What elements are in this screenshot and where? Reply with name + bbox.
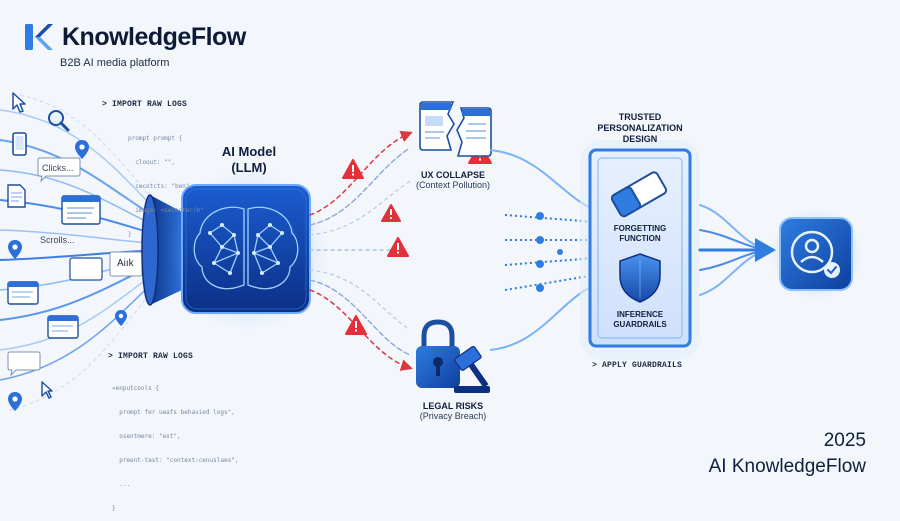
brain-icon <box>193 206 299 290</box>
brand-header: KnowledgeFlow <box>24 22 246 52</box>
code-line: prompt fer ueafs behavied logs", <box>112 409 235 416</box>
design-title-line: TRUSTED <box>618 112 662 122</box>
cursor-icon <box>12 92 26 113</box>
import-command-bottom: > IMPORT RAW LOGS <box>108 352 194 361</box>
magnifier-icon <box>48 110 70 132</box>
design-title-line: PERSONALIZATION <box>597 123 683 133</box>
code-line: cloout: "", <box>128 159 175 166</box>
location-pin-icon <box>115 310 127 326</box>
arrow-head <box>755 238 776 262</box>
document-icon <box>69 257 103 281</box>
browser-window-icon <box>7 281 39 305</box>
verified-user-icon <box>770 208 862 300</box>
forgetting-line: FORGETTING <box>613 224 667 233</box>
warning-icon <box>387 237 409 257</box>
legal-risks-title: LEGAL RISKS <box>422 401 484 411</box>
chat-bubble-icon <box>7 351 41 377</box>
code-line: preent-tast: "context:cenuslaes", <box>112 457 239 464</box>
brand-name: KnowledgeFlow <box>62 22 246 51</box>
footer-year: 2025 <box>823 430 866 451</box>
location-pin-icon <box>8 392 22 411</box>
shield-icon <box>619 253 661 303</box>
legal-risks-subtitle: (Privacy Breach) <box>419 411 487 421</box>
inference-guardrails-label: INFERENCE GUARDRAILS <box>598 310 682 330</box>
diagram-canvas <box>0 92 862 411</box>
model-title: AI Model (LLM) <box>214 144 284 176</box>
browser-window-icon <box>61 195 101 225</box>
design-title: TRUSTED PERSONALIZATION DESIGN <box>590 112 690 145</box>
browser-window-icon <box>47 315 79 339</box>
gavel-icon <box>454 345 490 393</box>
code-line: prompt prompt { <box>128 135 183 142</box>
smartphone-icon <box>12 132 27 156</box>
import-command-top: > IMPORT RAW LOGS <box>102 100 188 109</box>
code-line: »enputcools { <box>112 385 159 392</box>
legal-risks-caption: LEGAL RISKS (Privacy Breach) <box>398 401 508 421</box>
code-line: ... <box>112 481 131 488</box>
model-title-line: (LLM) <box>231 160 267 175</box>
ux-collapse-title: UX COLLAPSE <box>420 170 485 180</box>
guardrails-line: GUARDRAILS <box>613 320 667 329</box>
broken-window-icon <box>419 101 492 157</box>
scrolls-label: Scrolls... <box>40 235 75 245</box>
ux-collapse-subtitle: (Context Pollution) <box>415 180 491 190</box>
padlock-icon <box>416 319 460 388</box>
code-line: } <box>112 505 116 512</box>
brand-tagline: B2B AI media platform <box>60 57 170 69</box>
warning-icon <box>342 159 364 179</box>
warning-icon <box>381 204 401 222</box>
trusted-design-panel <box>580 140 700 360</box>
forgetting-line: FUNCTION <box>619 234 661 243</box>
knowledgeflow-logo-icon <box>25 24 53 50</box>
location-pin-icon <box>75 140 89 159</box>
code-line: osentmere: "ext", <box>112 433 181 440</box>
footer-name: AI KnowledgeFlow <box>708 456 866 477</box>
warning-icon <box>345 315 367 335</box>
code-line: cecotcts: "ben", <box>128 183 194 190</box>
code-line: } <box>128 231 132 238</box>
location-pin-icon <box>8 240 22 259</box>
clicks-label: Clicks... <box>42 163 74 173</box>
ai-card-label: Aiık <box>117 258 134 269</box>
document-icon <box>7 184 26 208</box>
code-snippet-top: prompt prompt { cloout: "", cecotcts: "b… <box>128 119 204 247</box>
chat-bubble-icon <box>37 157 81 183</box>
eraser-icon <box>610 171 668 218</box>
design-title-line: DESIGN <box>622 134 658 144</box>
guardrails-line: INFERENCE <box>616 310 664 319</box>
model-title-line: AI Model <box>221 144 277 159</box>
apply-guardrails-command: > APPLY GUARDRAILS <box>592 361 683 370</box>
cursor-icon <box>41 381 53 399</box>
code-line: image: <secocter/b" <box>128 207 204 214</box>
stream-node-dots <box>536 212 563 292</box>
forgetting-function-label: FORGETTING FUNCTION <box>598 224 682 244</box>
code-snippet-bottom: »enputcools { prompt fer ueafs behavied … <box>112 369 238 521</box>
ux-collapse-caption: UX COLLAPSE (Context Pollution) <box>398 170 508 190</box>
